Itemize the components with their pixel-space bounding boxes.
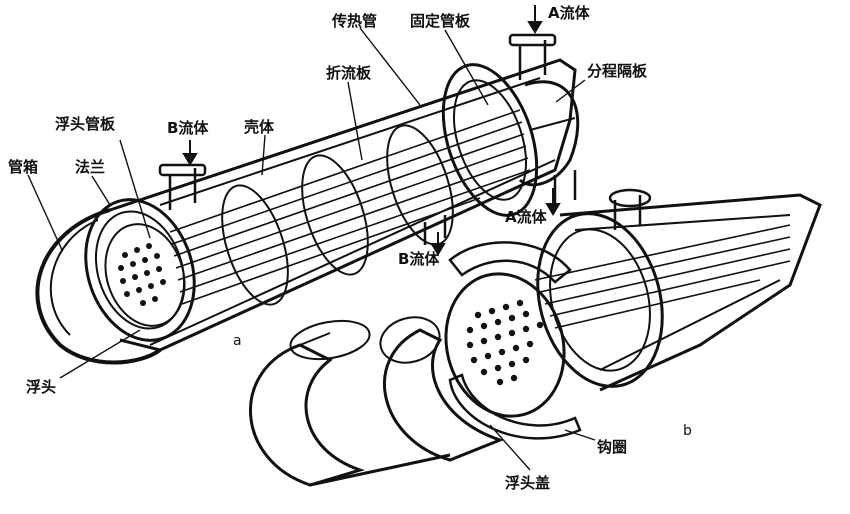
label-baffle: 折流板 bbox=[326, 64, 372, 82]
label-floating-head-cover: 浮头盖 bbox=[505, 474, 551, 492]
label-hook-ring: 钩圈 bbox=[597, 438, 628, 456]
end-cap-b bbox=[249, 343, 365, 487]
label-heat-tube: 传热管 bbox=[332, 12, 378, 30]
label-shell: 壳体 bbox=[244, 118, 275, 136]
flange-ring bbox=[84, 198, 196, 342]
label-fig-a: a bbox=[233, 333, 242, 349]
flow-arrows bbox=[182, 5, 561, 256]
label-b-fluid-in: B流体 bbox=[167, 119, 209, 137]
label-b-fluid-out: B流体 bbox=[398, 250, 440, 268]
channel-box bbox=[35, 208, 162, 365]
flange-b bbox=[536, 212, 664, 388]
leader-lines bbox=[27, 27, 596, 471]
exchanger-a bbox=[35, 5, 580, 365]
tube-bundle-a bbox=[169, 109, 531, 305]
baffle-2 bbox=[301, 154, 369, 276]
baffle-1 bbox=[221, 184, 289, 306]
label-a-fluid-in: A流体 bbox=[548, 4, 590, 22]
hook-ring-upper bbox=[448, 241, 572, 284]
label-flange: 法兰 bbox=[75, 158, 106, 176]
tube-holes-b bbox=[466, 299, 544, 386]
floating-head-cover bbox=[382, 328, 505, 462]
hook-ring-lower bbox=[448, 373, 582, 440]
nozzles-a bbox=[158, 33, 577, 245]
label-floating-tube-sheet: 浮头管板 bbox=[55, 115, 116, 133]
shell-b bbox=[559, 193, 822, 392]
label-a-fluid-out: A流体 bbox=[505, 208, 547, 226]
label-channel: 管箱 bbox=[8, 158, 39, 176]
label-pass-partition: 分程隔板 bbox=[587, 62, 648, 80]
label-fig-b: b bbox=[683, 423, 692, 439]
label-floating-head: 浮头 bbox=[26, 378, 57, 396]
label-fixed-tube-sheet: 固定管板 bbox=[410, 12, 471, 30]
tube-bundle-b bbox=[534, 224, 791, 329]
end-channel bbox=[518, 80, 580, 187]
tube-sheet-b bbox=[444, 272, 566, 418]
tube-holes-a bbox=[118, 243, 166, 306]
pass-partition-line bbox=[529, 117, 576, 131]
floating-tube-sheet bbox=[104, 223, 186, 327]
exchanger-b bbox=[249, 188, 822, 487]
